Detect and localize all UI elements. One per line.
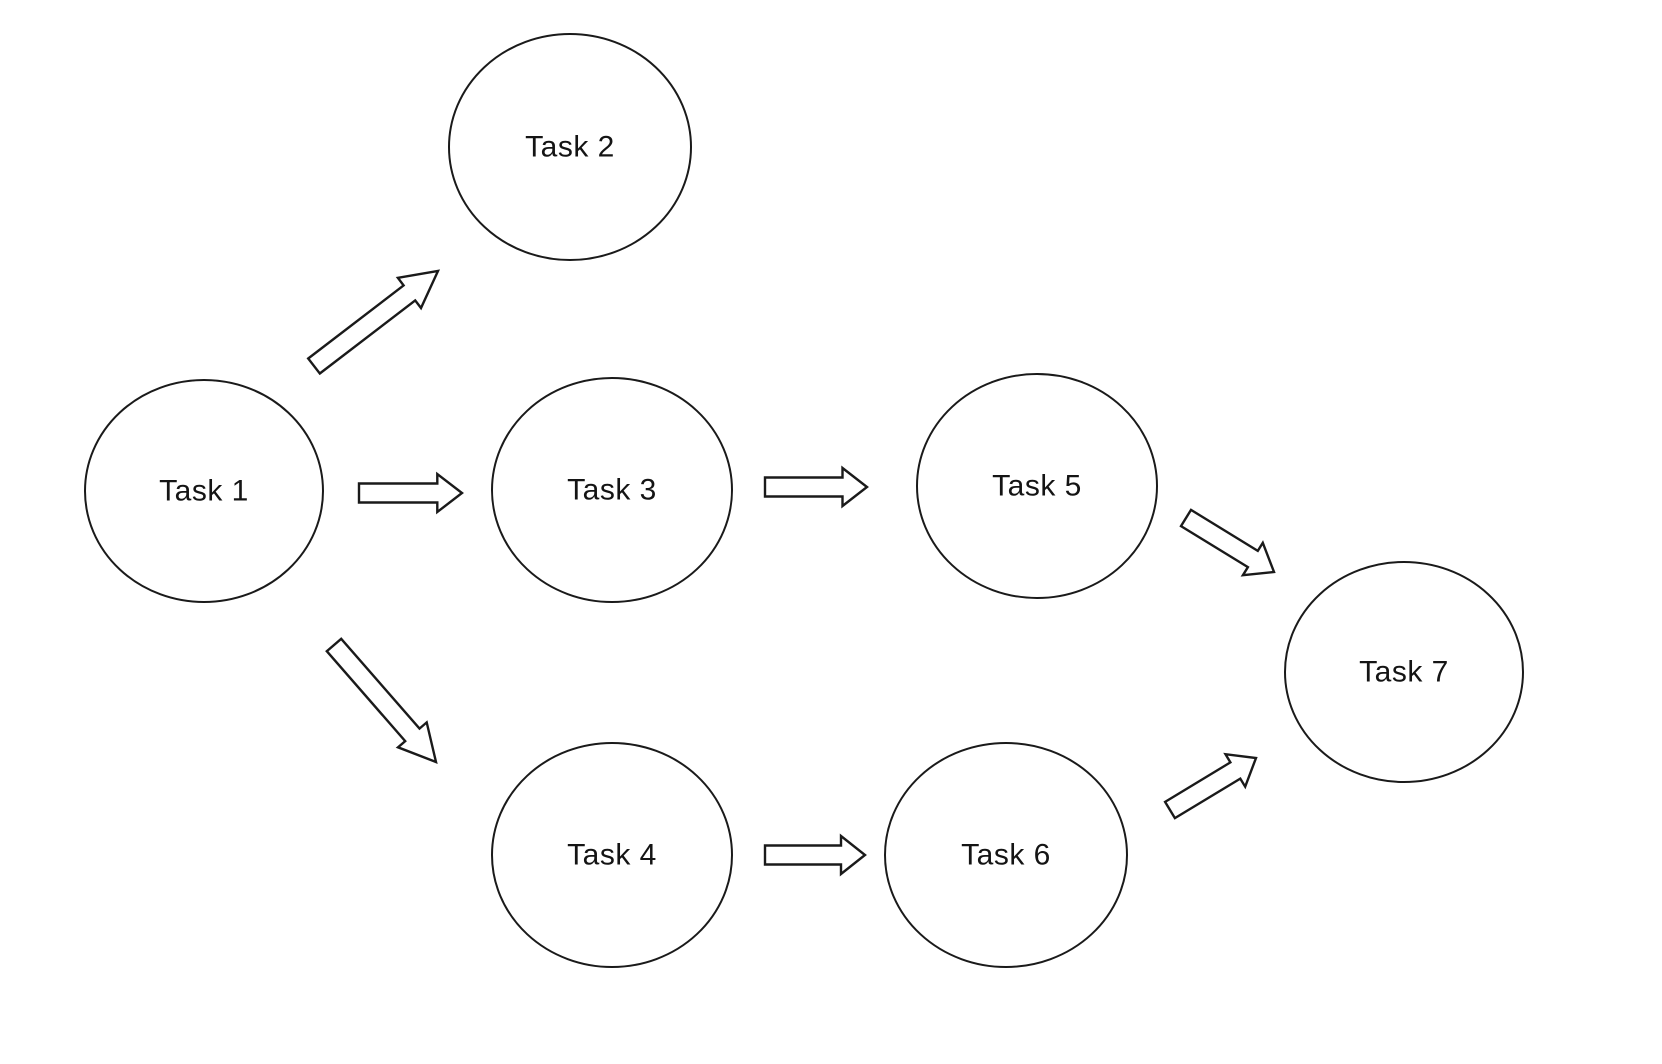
task3-circle[interactable] xyxy=(491,377,733,603)
task1-circle[interactable] xyxy=(84,379,324,603)
arrow-task1-to-task4 xyxy=(325,637,438,764)
arrow-task1-to-task2 xyxy=(306,269,441,376)
node-task5[interactable]: Task 5 xyxy=(916,373,1158,599)
task6-circle[interactable] xyxy=(884,742,1128,968)
node-task4[interactable]: Task 4 xyxy=(491,742,733,968)
arrow-task6-to-task7 xyxy=(1163,752,1258,820)
node-task6[interactable]: Task 6 xyxy=(884,742,1128,968)
task7-circle[interactable] xyxy=(1284,561,1524,783)
task5-label: Task 5 xyxy=(992,470,1082,503)
node-task2[interactable]: Task 2 xyxy=(448,33,692,261)
task2-circle[interactable] xyxy=(448,33,692,261)
task1-label: Task 1 xyxy=(159,475,249,508)
node-task3[interactable]: Task 3 xyxy=(491,377,733,603)
task6-label: Task 6 xyxy=(961,839,1051,872)
node-task1[interactable]: Task 1 xyxy=(84,379,324,603)
arrow-task4-to-task6 xyxy=(763,833,867,877)
task5-circle[interactable] xyxy=(916,373,1158,599)
node-task7[interactable]: Task 7 xyxy=(1284,561,1524,783)
arrow-task1-to-task3 xyxy=(357,471,464,515)
task4-label: Task 4 xyxy=(567,839,657,872)
task4-circle[interactable] xyxy=(491,742,733,968)
arrow-task5-to-task7 xyxy=(1179,508,1276,577)
task3-label: Task 3 xyxy=(567,474,657,507)
task7-label: Task 7 xyxy=(1359,656,1449,689)
task2-label: Task 2 xyxy=(525,131,615,164)
arrow-task3-to-task5 xyxy=(763,465,869,509)
